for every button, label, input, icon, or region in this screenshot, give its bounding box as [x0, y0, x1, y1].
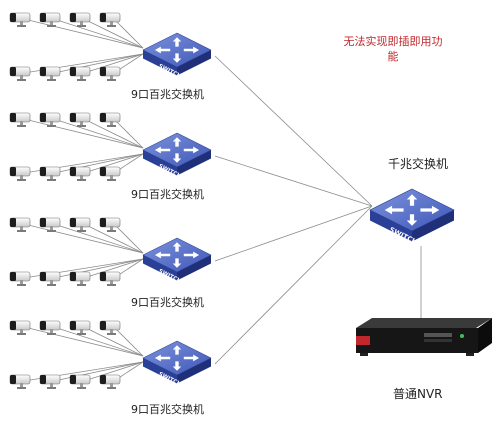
camera-icon-1-5	[9, 66, 31, 81]
camera-link-2-7	[83, 153, 144, 174]
switch-arrows-icon	[154, 242, 200, 268]
nvr-device-icon	[356, 318, 492, 356]
camera-link-4-3	[83, 326, 144, 357]
camera-icon-3-7	[69, 271, 91, 286]
access-switch-3-label: 9口百兆交换机	[131, 296, 204, 309]
camera-link-3-3	[83, 223, 144, 254]
access-switch-1-icon: SWITCH	[142, 32, 212, 80]
access-4-to-core-line	[214, 205, 373, 365]
camera-icon-2-5	[9, 166, 31, 181]
camera-link-2-3	[83, 118, 144, 149]
camera-link-1-2	[53, 18, 144, 49]
limitation-note: 无法实现即插即用功 能	[328, 34, 458, 64]
camera-icon-1-2	[39, 12, 61, 27]
camera-icon-1-3	[69, 12, 91, 27]
camera-link-1-7	[83, 53, 144, 74]
camera-icon-1-6	[39, 66, 61, 81]
camera-icon-4-7	[69, 374, 91, 389]
camera-link-4-2	[53, 326, 144, 357]
camera-icon-4-2	[39, 320, 61, 335]
access-3-to-core-line	[214, 205, 373, 262]
camera-icon-3-1	[9, 217, 31, 232]
camera-icon-2-7	[69, 166, 91, 181]
camera-icon-4-6	[39, 374, 61, 389]
camera-icon-4-1	[9, 320, 31, 335]
camera-link-1-4	[113, 18, 144, 49]
camera-link-2-1	[23, 118, 144, 149]
camera-icon-3-6	[39, 271, 61, 286]
camera-icon-2-3	[69, 112, 91, 127]
access-switch-4-icon: SWITCH	[142, 340, 212, 388]
camera-icon-2-6	[39, 166, 61, 181]
nvr-label: 普通NVR	[393, 387, 443, 401]
access-switch-2-icon: SWITCH	[142, 132, 212, 180]
camera-link-4-7	[83, 361, 144, 382]
switch-arrows-icon	[154, 137, 200, 163]
access-switch-3-icon: SWITCH	[142, 237, 212, 285]
camera-icon-3-4	[99, 217, 121, 232]
camera-icon-1-8	[99, 66, 121, 81]
camera-icon-3-5	[9, 271, 31, 286]
camera-icon-4-5	[9, 374, 31, 389]
camera-link-1-3	[83, 18, 144, 49]
camera-icon-3-3	[69, 217, 91, 232]
camera-icon-4-8	[99, 374, 121, 389]
camera-link-2-2	[53, 118, 144, 149]
access-switch-4-label: 9口百兆交换机	[131, 403, 204, 416]
camera-icon-1-7	[69, 66, 91, 81]
camera-link-4-4	[113, 326, 144, 357]
camera-icon-2-1	[9, 112, 31, 127]
camera-icon-3-8	[99, 271, 121, 286]
camera-link-2-4	[113, 118, 144, 149]
camera-link-3-2	[53, 223, 144, 254]
note-line-1: 无法实现即插即用功	[343, 35, 443, 48]
switch-arrows-icon	[154, 345, 200, 371]
camera-icon-3-2	[39, 217, 61, 232]
camera-icon-2-4	[99, 112, 121, 127]
camera-link-3-7	[83, 258, 144, 279]
camera-link-2-6	[53, 153, 144, 174]
connection-lines	[23, 18, 422, 382]
access-2-to-core-line	[214, 155, 373, 207]
note-line-2: 能	[387, 50, 399, 63]
camera-link-4-1	[23, 326, 144, 357]
camera-icon-1-1	[9, 12, 31, 27]
camera-icon-1-4	[99, 12, 121, 27]
core-switch-icon: SWITCH	[369, 188, 455, 246]
camera-link-3-1	[23, 223, 144, 254]
camera-link-1-6	[53, 53, 144, 74]
camera-link-3-6	[53, 258, 144, 279]
camera-icon-2-8	[99, 166, 121, 181]
camera-link-1-1	[23, 18, 144, 49]
camera-link-3-4	[113, 223, 144, 254]
access-switch-2-label: 9口百兆交换机	[131, 188, 204, 201]
core-switch-label: 千兆交换机	[388, 157, 449, 171]
camera-link-4-6	[53, 361, 144, 382]
access-switch-1-label: 9口百兆交换机	[131, 88, 204, 101]
camera-icon-4-3	[69, 320, 91, 335]
switch-arrows-icon	[384, 194, 440, 226]
camera-icon-2-2	[39, 112, 61, 127]
access-1-to-core-line	[214, 55, 373, 207]
switch-arrows-icon	[154, 37, 200, 63]
camera-icon-4-4	[99, 320, 121, 335]
